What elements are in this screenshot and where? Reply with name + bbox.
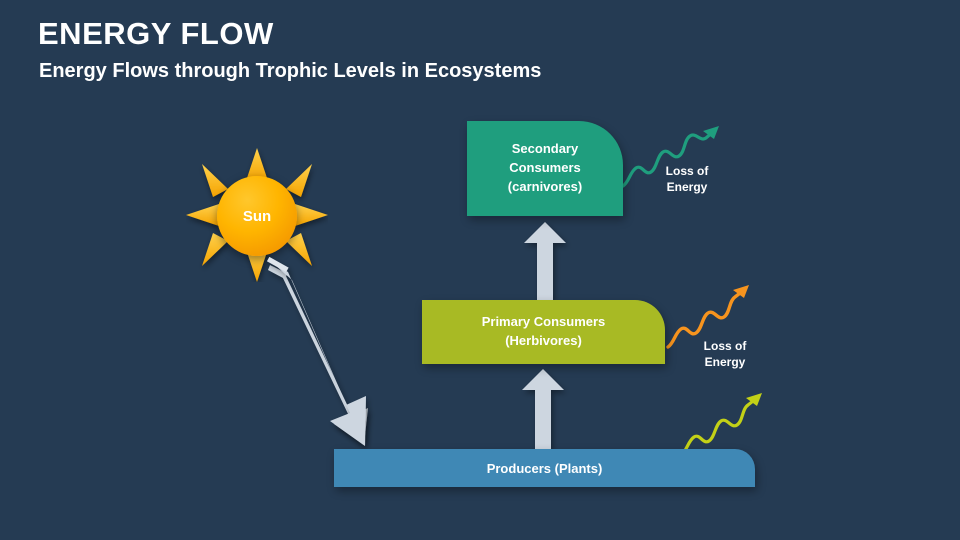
- sunlight-arrow: [268, 265, 368, 445]
- sun-rays-icon: [186, 148, 328, 282]
- level-secondary-line2: Consumers: [509, 160, 581, 176]
- sunlight-arrow-simple: [266, 256, 366, 446]
- loss-label-primary-line1: Loss of: [703, 339, 747, 353]
- level-primary-line2: (Herbivores): [505, 333, 582, 348]
- loss-squiggle-producers: [679, 393, 762, 457]
- sun-graphic: Sun: [186, 148, 328, 282]
- arrow-producers-to-primary: [522, 369, 564, 449]
- loss-label-secondary-line2: Energy: [666, 180, 708, 195]
- loss-label-primary: Loss of Energy: [690, 338, 760, 370]
- loss-label-secondary: Loss of Energy: [652, 163, 722, 195]
- level-secondary-consumers[interactable]: Secondary Consumers (carnivores): [467, 121, 623, 216]
- page-title: ENERGY FLOW: [38, 16, 274, 51]
- sun-label: Sun: [242, 207, 272, 225]
- level-primary-line1: Primary Consumers: [481, 314, 606, 330]
- level-primary-consumers[interactable]: Primary Consumers (Herbivores): [422, 300, 665, 364]
- page-subtitle: Energy Flows through Trophic Levels in E…: [39, 60, 542, 82]
- arrow-primary-to-secondary: [524, 222, 566, 300]
- level-secondary-line1: Secondary: [511, 141, 579, 157]
- level-producers[interactable]: Producers (Plants): [334, 449, 755, 487]
- level-secondary-line3: (carnivores): [507, 178, 583, 194]
- loss-label-primary-line2: Energy: [704, 355, 746, 370]
- loss-label-secondary-line1: Loss of: [665, 164, 709, 178]
- level-producers-label: Producers (Plants): [486, 460, 603, 476]
- sun-disc: Sun: [217, 176, 297, 256]
